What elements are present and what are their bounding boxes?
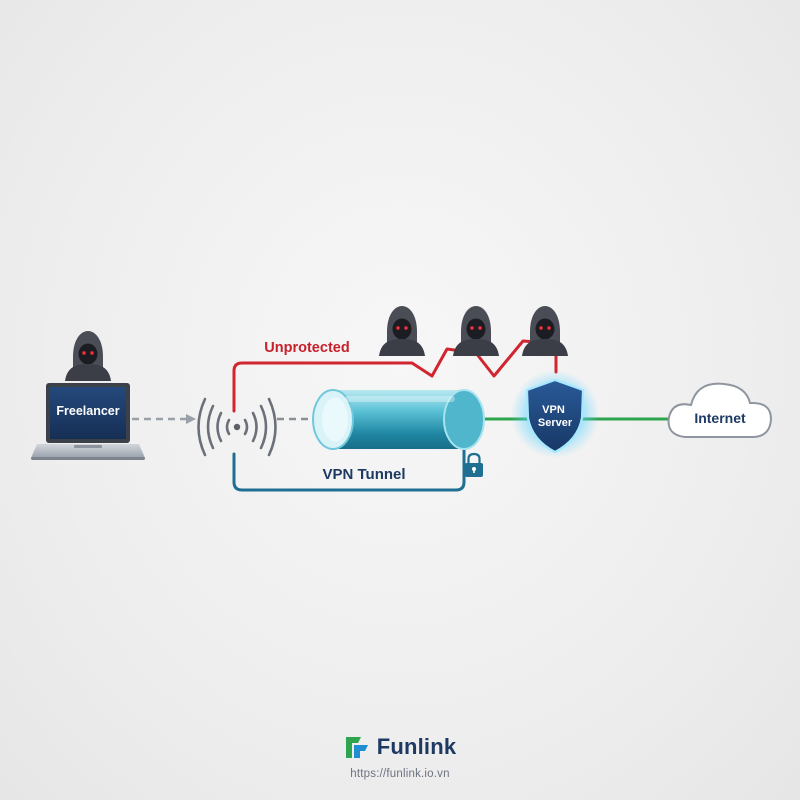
vpn-server-shield-icon xyxy=(511,370,599,458)
brand-footer: Funlink https://funlink.io.vn xyxy=(0,734,800,780)
vpn-server-label-line1: VPN xyxy=(542,404,565,416)
lock-icon xyxy=(465,452,483,477)
wifi-icon xyxy=(197,397,277,457)
brand-name: Funlink xyxy=(376,734,457,759)
tunnel-path xyxy=(232,438,466,492)
internet-cloud-icon xyxy=(667,382,773,438)
vpn-server-label: VPN Server xyxy=(538,404,573,429)
funlink-logo-icon xyxy=(345,737,368,758)
laptop-label: Freelancer xyxy=(56,404,119,418)
vpn-tunnel-icon xyxy=(312,389,485,450)
data-flow-arrow xyxy=(132,414,196,424)
internet-label: Internet xyxy=(694,410,746,426)
brand-url[interactable]: https://funlink.io.vn xyxy=(350,768,450,780)
brand-row: Funlink xyxy=(344,734,457,760)
hacker-icon xyxy=(522,306,568,356)
vpn-server-label-line2: Server xyxy=(538,417,573,429)
laptop-icon xyxy=(31,383,145,460)
hacker-icon xyxy=(453,306,499,356)
vpn-tunnel-label: VPN Tunnel xyxy=(322,466,405,483)
hacker-icon xyxy=(379,306,425,356)
unprotected-label: Unprotected xyxy=(264,340,349,356)
hacker-icon xyxy=(65,331,111,381)
